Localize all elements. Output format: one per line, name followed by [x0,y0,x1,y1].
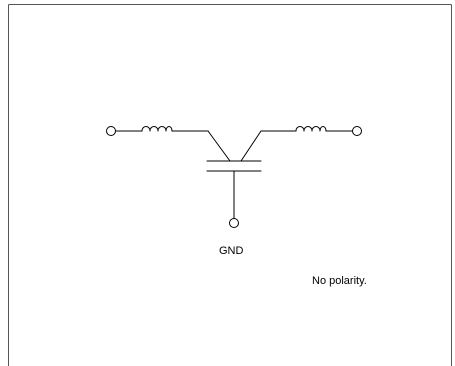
left-inductor [141,126,173,132]
right-diagonal [240,130,262,162]
frame-border [8,4,452,366]
right-terminal [352,126,362,136]
left-terminal [106,126,116,136]
polarity-note: No polarity. [312,275,367,287]
right-inductor [295,126,327,132]
ground-terminal [229,218,239,228]
left-diagonal [207,130,231,162]
ground-label: GND [219,245,244,257]
